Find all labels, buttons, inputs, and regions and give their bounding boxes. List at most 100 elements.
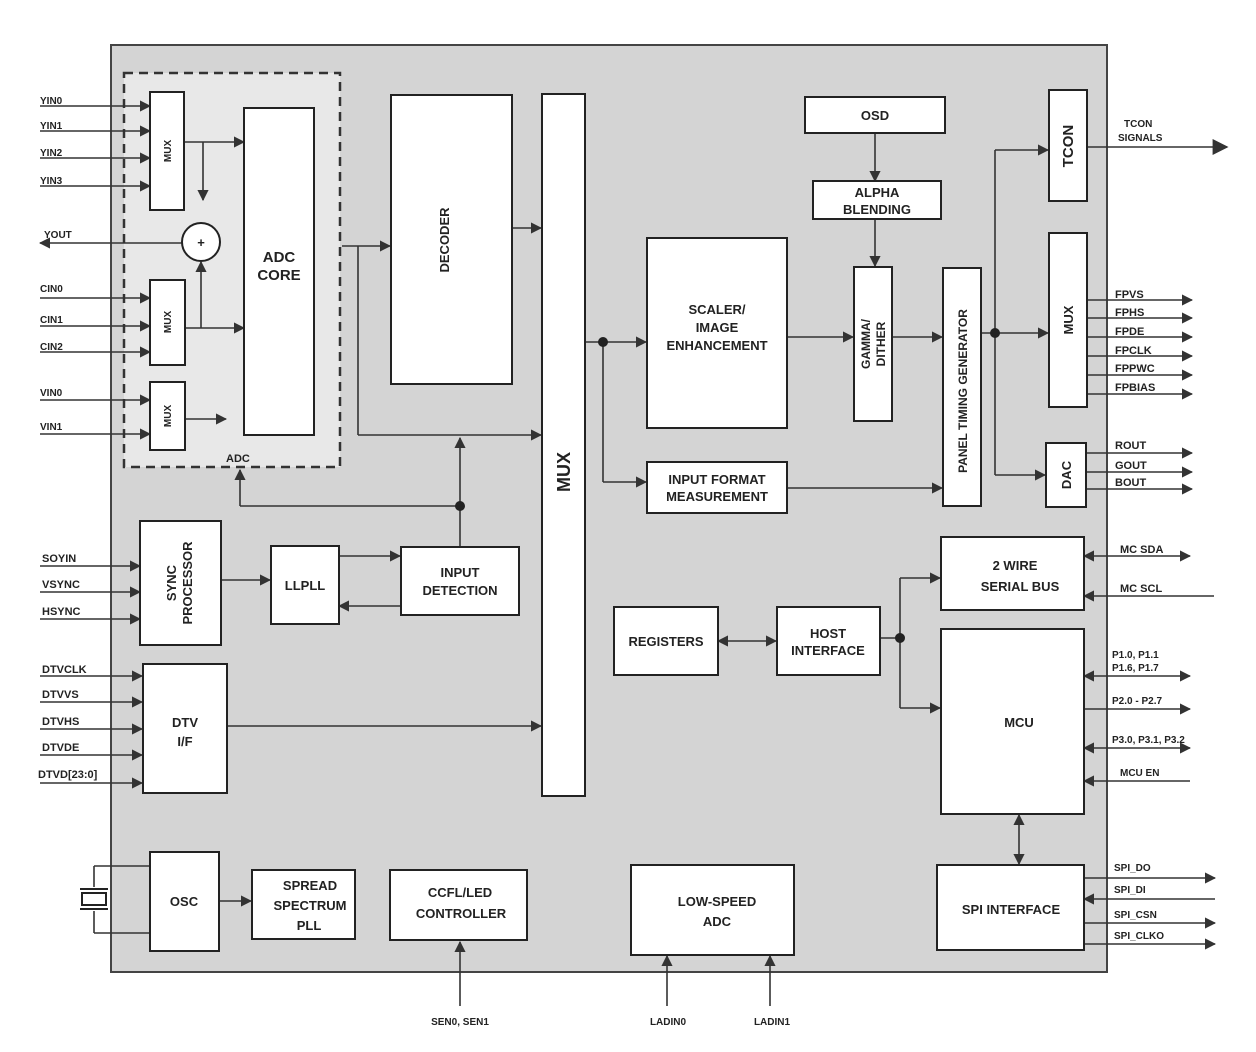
gamma-dither-block <box>853 266 893 422</box>
panel-timing-block <box>942 267 982 507</box>
input-detection-line2: DETECTION <box>422 583 497 598</box>
serial-bus-block <box>940 536 1085 611</box>
ccfl-controller-block <box>389 869 528 941</box>
pin-vsync: VSYNC <box>42 579 80 591</box>
serial-bus-line2: SERIAL BUS <box>981 579 1060 594</box>
main-mux-block <box>541 93 586 797</box>
pin-vin0: VIN0 <box>40 388 63 399</box>
spread-spectrum-block <box>251 869 356 940</box>
pin-yin1: YIN1 <box>40 121 63 132</box>
panel-timing-label: PANEL TIMING GENERATOR <box>956 309 970 473</box>
sync-processor-block <box>139 520 222 646</box>
gamma-dither-line1: GAMMA/ <box>859 318 873 369</box>
decoder-block <box>390 94 513 385</box>
pin-sen: SEN0, SEN1 <box>431 1017 489 1028</box>
pin-cin1: CIN1 <box>40 315 63 326</box>
pin-gout: GOUT <box>1115 460 1147 472</box>
input-format-block <box>646 461 788 514</box>
pin-ladin0: LADIN0 <box>650 1017 687 1028</box>
mcu-label: MCU <box>1004 715 1034 730</box>
pin-fpvs: FPVS <box>1115 289 1144 301</box>
low-speed-adc-line1: LOW-SPEED <box>678 894 756 909</box>
pin-p2: P2.0 - P2.7 <box>1112 696 1162 707</box>
mux-chroma-label: MUX <box>163 311 174 334</box>
wires <box>38 100 1229 1006</box>
summing-junction-label: + <box>197 235 205 250</box>
scaler-line1: SCALER/ <box>688 302 745 317</box>
input-detection-line1: INPUT <box>441 565 480 580</box>
pin-mcu-en: MCU EN <box>1120 768 1159 779</box>
pin-labels-right: TCON SIGNALS FPVS FPHS FPDE FPCLK FPPWC … <box>1112 119 1185 942</box>
scaler-line3: ENHANCEMENT <box>666 338 767 353</box>
pin-fpclk: FPCLK <box>1115 345 1152 357</box>
dac-label: DAC <box>1059 460 1074 489</box>
spread-spectrum-line3: PLL <box>297 918 322 933</box>
dtv-if-block <box>142 663 228 794</box>
mcu-block <box>940 628 1085 815</box>
pin-dtvhs: DTVHS <box>42 716 79 728</box>
registers-block <box>613 606 719 676</box>
pin-dtvvs: DTVVS <box>42 689 79 701</box>
mux-v-label: MUX <box>163 405 174 428</box>
dtv-if-line2: I/F <box>177 734 192 749</box>
pin-p1-0: P1.0, P1.1 <box>1112 650 1159 661</box>
pin-dtvde: DTVDE <box>42 742 79 754</box>
pin-hsync: HSYNC <box>42 606 81 618</box>
pin-mc-scl: MC SCL <box>1120 583 1162 595</box>
pin-cin0: CIN0 <box>40 284 63 295</box>
llpll-block <box>270 545 340 625</box>
ccfl-line1: CCFL/LED <box>428 885 492 900</box>
pin-soyin: SOYIN <box>42 553 76 565</box>
pin-spi-clko: SPI_CLKO <box>1114 931 1164 942</box>
output-mux-block <box>1048 232 1088 408</box>
spi-interface-label: SPI INTERFACE <box>962 902 1061 917</box>
output-mux-label: MUX <box>1061 305 1076 334</box>
spread-spectrum-line1: SPREAD <box>283 878 337 893</box>
pin-fpde: FPDE <box>1115 326 1144 338</box>
adc-core-block <box>243 107 315 436</box>
pin-fppwc: FPPWC <box>1115 363 1155 375</box>
mux-video-label: MUX <box>163 140 174 163</box>
main-mux-label: MUX <box>554 452 574 492</box>
decoder-label: DECODER <box>437 207 452 273</box>
pin-yin2: YIN2 <box>40 148 63 159</box>
dtv-if-line1: DTV <box>172 715 198 730</box>
pin-yout: YOUT <box>44 230 72 241</box>
pin-ladin1: LADIN1 <box>754 1017 791 1028</box>
mux-video-block <box>149 91 185 211</box>
low-speed-adc-block <box>630 864 795 956</box>
alpha-blending-line1: ALPHA <box>855 185 900 200</box>
ccfl-line2: CONTROLLER <box>416 906 507 921</box>
osd-label: OSD <box>861 108 889 123</box>
pin-fpbias: FPBIAS <box>1115 382 1155 394</box>
mux-chroma-block <box>149 279 186 366</box>
llpll-label: LLPLL <box>285 578 325 593</box>
pin-dtvd: DTVD[23:0] <box>38 769 98 781</box>
pin-yin0: YIN0 <box>40 96 63 107</box>
registers-label: REGISTERS <box>628 634 703 649</box>
pin-p1-6: P1.6, P1.7 <box>1112 663 1159 674</box>
osc-label: OSC <box>170 894 199 909</box>
adc-region-label: ADC <box>226 453 250 465</box>
osc-block <box>149 851 220 952</box>
alpha-blending-line2: BLENDING <box>843 202 911 217</box>
pin-labels-bottom: SEN0, SEN1 LADIN0 LADIN1 <box>431 1017 790 1028</box>
low-speed-adc-line2: ADC <box>703 914 732 929</box>
spi-interface-block <box>936 864 1085 951</box>
pin-p3: P3.0, P3.1, P3.2 <box>1112 735 1185 746</box>
adc-core-line2: CORE <box>257 267 300 284</box>
scaler-line2: IMAGE <box>696 320 739 335</box>
pin-yin3: YIN3 <box>40 176 63 187</box>
input-format-line1: INPUT FORMAT <box>668 472 765 487</box>
gamma-dither-line2: DITHER <box>874 321 888 366</box>
pin-mc-sda: MC SDA <box>1120 544 1163 556</box>
pin-vin1: VIN1 <box>40 422 63 433</box>
pin-spi-csn: SPI_CSN <box>1114 910 1157 921</box>
serial-bus-line1: 2 WIRE <box>993 558 1038 573</box>
host-interface-line1: HOST <box>810 626 846 641</box>
osd-block <box>804 96 946 134</box>
tcon-label: TCON <box>1060 125 1077 168</box>
dac-block <box>1045 442 1087 508</box>
